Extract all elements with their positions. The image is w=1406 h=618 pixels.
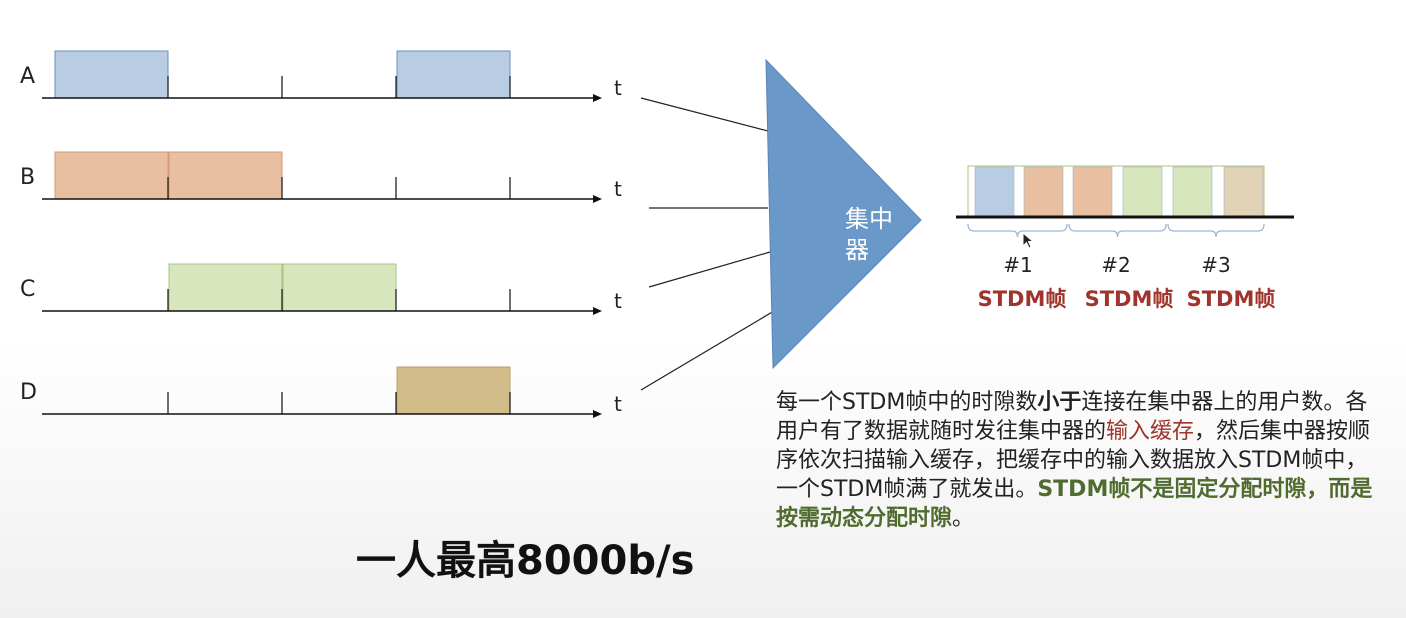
mouse-cursor-icon — [1022, 232, 1035, 249]
time-slot — [54, 50, 169, 99]
axis-arrow-icon — [593, 307, 602, 315]
desc-emphasis-less-than: 小于 — [1037, 390, 1082, 415]
user-label: D — [20, 380, 37, 405]
rate-text: 一人最高8000b/s — [356, 538, 695, 584]
axis-arrow-icon — [593, 94, 602, 102]
desc-part-1: 每一个STDM帧中的时隙数 — [776, 390, 1038, 415]
frame-name: STDM帧 — [978, 287, 1067, 311]
time-slot — [54, 151, 169, 200]
concentrator-triangle — [765, 58, 922, 370]
frame-number: #3 — [1201, 253, 1230, 277]
input-line — [648, 251, 771, 288]
frame-slot — [974, 166, 1015, 217]
frame-brace — [967, 223, 1068, 238]
frame-name: STDM帧 — [1085, 287, 1174, 311]
concentrator-label-line1: 集中 — [845, 205, 893, 233]
axis-t-label: t — [614, 392, 622, 416]
input-line — [640, 310, 775, 391]
concentrator-label-line2: 器 — [845, 236, 869, 264]
frame-slot — [1223, 166, 1264, 217]
desc-input-buffer: 输入缓存 — [1106, 419, 1195, 444]
axis-t-label: t — [614, 76, 622, 100]
user-label: C — [20, 277, 35, 302]
description-text: 每一个STDM帧中的时隙数小于连接在集中器上的用户数。各用户有了数据就随时发往集… — [776, 388, 1382, 533]
time-slot — [396, 50, 511, 99]
frame-number: #2 — [1101, 253, 1130, 277]
user-label: A — [20, 64, 35, 89]
frame-brace — [1068, 223, 1167, 238]
desc-part-3: ，然后集中器按顺序依次扫描输入缓存，把缓存中的输入数据放入STDM帧中，一个ST… — [776, 419, 1371, 502]
frame-slot — [1172, 166, 1213, 217]
time-slot — [168, 151, 283, 200]
time-slot — [396, 366, 511, 415]
time-slot — [282, 263, 397, 312]
frame-slot — [1072, 166, 1113, 217]
frame-slot — [1023, 166, 1064, 217]
frame-slot — [1122, 166, 1163, 217]
desc-part-4: 。 — [952, 506, 975, 531]
axis-t-label: t — [614, 177, 622, 201]
axis-arrow-icon — [593, 195, 602, 203]
axis-t-label: t — [614, 289, 622, 313]
desc-dynamic-allocation: STDM帧不是固定分配时隙，而是按需动态分配时隙 — [776, 477, 1373, 531]
desc-part-2: 连接在集中器上的用户数。各用户有了数据就随时发往集中器的 — [776, 390, 1368, 444]
user-label: B — [20, 165, 35, 190]
time-slot — [168, 263, 283, 312]
axis-arrow-icon — [593, 410, 602, 418]
input-line — [640, 97, 769, 132]
frame-name: STDM帧 — [1187, 287, 1276, 311]
frame-brace — [1167, 223, 1265, 238]
frame-number: #1 — [1003, 253, 1032, 277]
